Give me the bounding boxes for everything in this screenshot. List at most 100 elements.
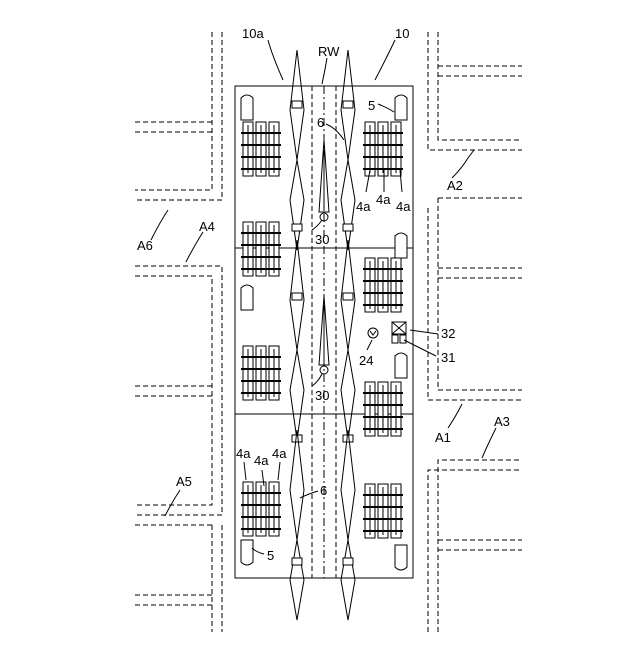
label-runway: RW [318, 44, 340, 59]
label-area-a6: A6 [137, 238, 153, 253]
rack-tick [241, 504, 255, 506]
rack-tick [376, 416, 390, 418]
rack-tick [376, 506, 390, 508]
label-area-a2: A2 [447, 178, 463, 193]
rack-tick [267, 516, 281, 518]
container-right-2 [395, 233, 407, 258]
container-right-4 [395, 545, 407, 570]
rack-tick [389, 144, 403, 146]
rack-tick [363, 280, 377, 282]
container-right-1 [395, 95, 407, 120]
rack-tick [254, 156, 268, 158]
rack-tick [254, 392, 268, 394]
rack-tick [376, 156, 390, 158]
rack-tick [363, 304, 377, 306]
rack-tick [241, 368, 255, 370]
rack-tick [376, 518, 390, 520]
rack-group [241, 222, 281, 276]
rack-tick [241, 492, 255, 494]
rack-tick [254, 504, 268, 506]
rack-tick [389, 304, 403, 306]
marker-left-bottom [290, 430, 304, 620]
rack-tick [389, 530, 403, 532]
label-container-bottom-left: 5 [267, 548, 274, 563]
rack-tick [363, 530, 377, 532]
rack-tick [267, 380, 281, 382]
label-sensor: 24 [359, 353, 373, 368]
rack-tick [254, 492, 268, 494]
rack-tick [389, 494, 403, 496]
rack-tick [363, 156, 377, 158]
label-rack-tag-4: 4a [236, 446, 251, 461]
rack-tick [267, 368, 281, 370]
marker-right-middle [341, 240, 355, 442]
rack-tick [389, 268, 403, 270]
rack-tick [389, 404, 403, 406]
label-area-a3: A3 [494, 414, 510, 429]
rack-tick [241, 232, 255, 234]
rack-tick [376, 168, 390, 170]
rack-tick [363, 428, 377, 430]
rack-tick [267, 232, 281, 234]
rack-tick [254, 268, 268, 270]
rack-group [241, 482, 281, 536]
label-rack-tag-5: 4a [254, 453, 269, 468]
box-31 [392, 335, 406, 343]
rack-tick [376, 392, 390, 394]
rack-tick [389, 168, 403, 170]
rack-tick [376, 428, 390, 430]
rack-tick [363, 518, 377, 520]
rack-tick [267, 356, 281, 358]
rack-tick [363, 144, 377, 146]
rack-tick [376, 292, 390, 294]
rack-tick [241, 528, 255, 530]
rack-tick [389, 506, 403, 508]
rack-tick [267, 392, 281, 394]
rack-tick [376, 494, 390, 496]
rack-tick [389, 292, 403, 294]
rack-tick [267, 528, 281, 530]
label-box-lower: 31 [441, 350, 455, 365]
marker-left-middle [290, 240, 304, 442]
box-32 [392, 322, 406, 334]
rack-tick [363, 392, 377, 394]
marker-left-top [290, 50, 304, 250]
rack-tick [267, 168, 281, 170]
label-deck-left: 10a [242, 26, 264, 41]
rack-tick [363, 506, 377, 508]
rack-tick [241, 356, 255, 358]
rack-tick [363, 404, 377, 406]
rack-group [363, 122, 403, 176]
rack-tick [389, 156, 403, 158]
rack-tick [254, 356, 268, 358]
label-rack-tag-3: 4a [396, 199, 411, 214]
rack-tick [267, 132, 281, 134]
rack-tick [254, 368, 268, 370]
rack-tick [376, 280, 390, 282]
rack-tick [241, 392, 255, 394]
label-marker-top: 6 [317, 115, 324, 130]
rack-tick [267, 504, 281, 506]
container-left-1 [241, 95, 253, 120]
rack-tick [389, 428, 403, 430]
label-area-a4: A4 [199, 219, 215, 234]
sensor-24 [368, 328, 378, 338]
rack-tick [376, 530, 390, 532]
rack-tick [267, 256, 281, 258]
rack-tick [389, 392, 403, 394]
vehicle-bottom [319, 296, 329, 374]
label-container-top-right: 5 [368, 98, 375, 113]
rack-tick [363, 494, 377, 496]
rack-tick [241, 268, 255, 270]
rack-tick [254, 144, 268, 146]
rack-tick [254, 528, 268, 530]
label-deck-right: 10 [395, 26, 409, 41]
rack-group [363, 382, 403, 436]
rack-tick [267, 268, 281, 270]
vehicle-top [319, 140, 329, 221]
rack-tick [376, 132, 390, 134]
rack-tick [254, 380, 268, 382]
rack-tick [254, 232, 268, 234]
rack-tick [389, 416, 403, 418]
